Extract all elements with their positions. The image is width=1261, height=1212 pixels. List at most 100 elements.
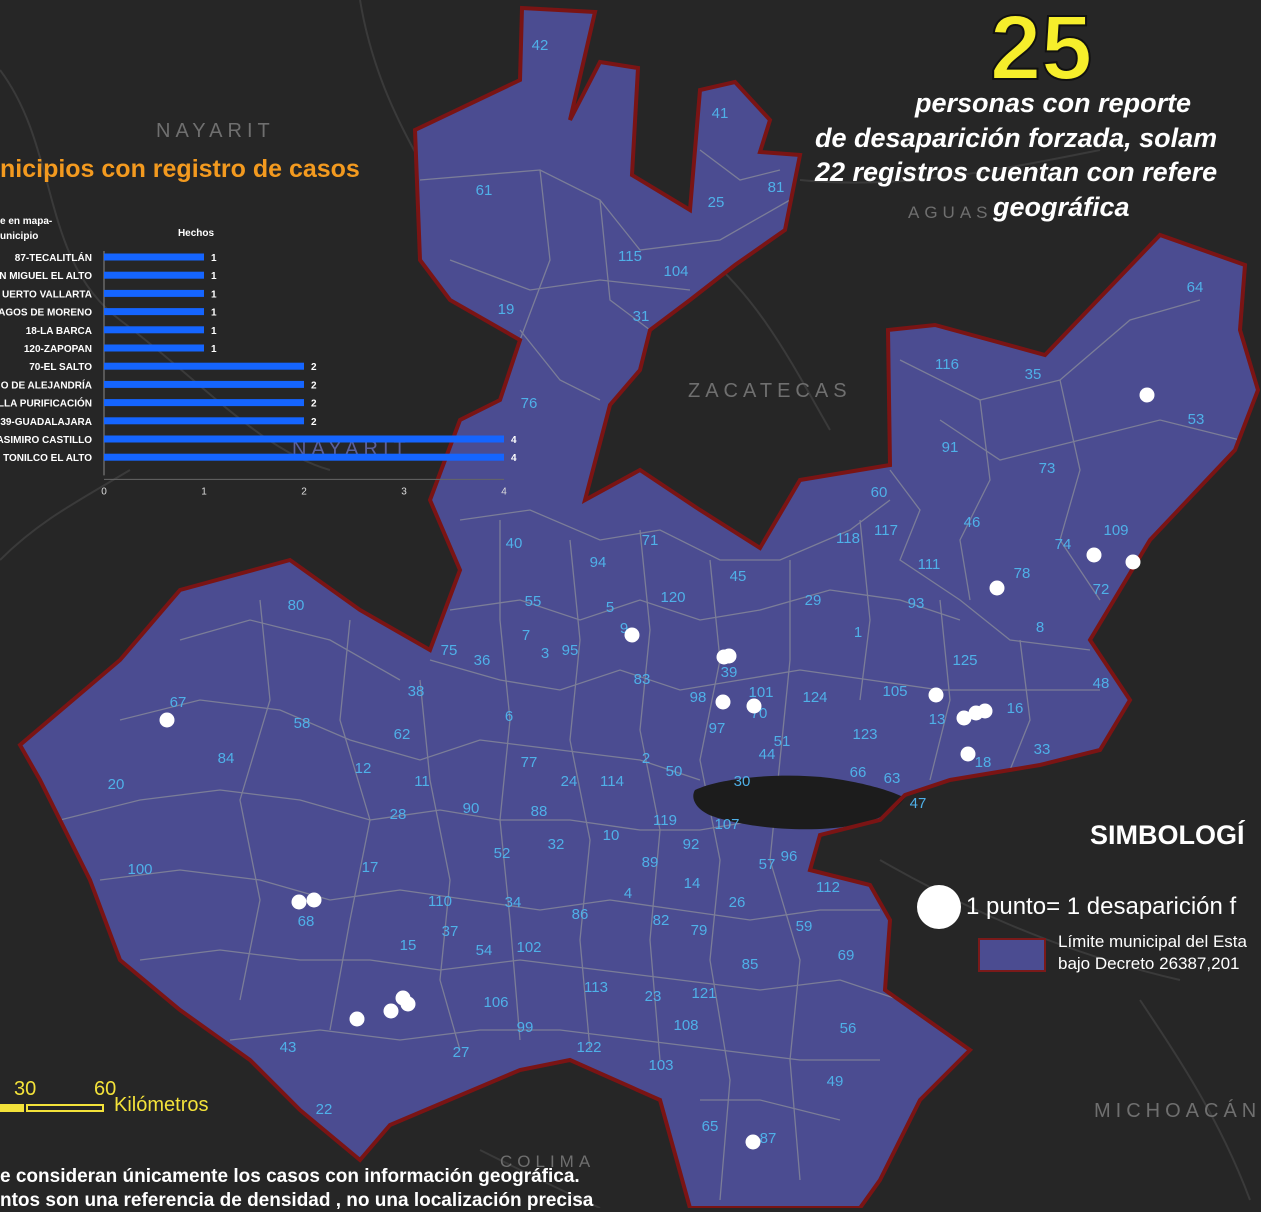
municipality-label: 4	[624, 885, 632, 902]
municipality-label: 67	[170, 694, 187, 711]
municipality-label: 45	[730, 568, 747, 585]
bar-category-label: 120-ZAPOPAN	[24, 344, 92, 355]
bar	[104, 344, 204, 352]
municipality-label: 53	[1188, 411, 1205, 428]
bar	[104, 453, 504, 461]
municipality-label: 73	[1039, 460, 1056, 477]
municipality-label: 78	[1014, 565, 1031, 582]
municipality-label: 2	[642, 750, 650, 767]
legend-title: SIMBOLOGÍ	[1090, 820, 1245, 850]
bar-value-label: 4	[511, 453, 517, 464]
x-tick-label: 2	[301, 486, 307, 495]
municipality-label: 48	[1093, 675, 1110, 692]
bar-value-label: 1	[211, 253, 217, 264]
municipality-label: 38	[408, 683, 425, 700]
municipality-label: 75	[441, 642, 458, 659]
municipality-label: 62	[394, 726, 411, 743]
bar-value-label: 4	[511, 435, 517, 446]
municipality-label: 58	[294, 715, 311, 732]
municipality-label: 43	[280, 1039, 297, 1056]
case-point	[306, 892, 322, 908]
bar	[104, 417, 304, 425]
municipality-label: 54	[476, 942, 493, 959]
municipality-label: 94	[590, 554, 607, 571]
bar	[104, 308, 204, 316]
municipality-label: 37	[442, 923, 459, 940]
bar-value-label: 2	[311, 380, 317, 391]
case-point	[745, 1134, 761, 1150]
municipality-label: 8	[1036, 619, 1044, 636]
municipality-label: 42	[532, 37, 549, 54]
legend-boundary-label-2: bajo Decreto 26387,201	[1058, 954, 1240, 973]
scale-tick-60: 60	[94, 1078, 117, 1100]
bar	[104, 435, 504, 443]
municipality-label: 60	[871, 484, 888, 501]
bar-category-label: N MIGUEL EL ALTO	[0, 271, 92, 282]
bar	[104, 380, 304, 388]
municipality-label: 57	[759, 856, 776, 873]
headline-line-4: geográfica	[993, 192, 1130, 222]
municipality-label: 114	[600, 773, 624, 790]
bar	[104, 399, 304, 407]
bar-category-label: 87-TECALITLÁN	[15, 251, 92, 264]
municipality-label: 63	[884, 770, 901, 787]
category-header-2: unicipio	[0, 231, 38, 242]
municipality-label: 118	[836, 530, 860, 547]
bar-value-label: 1	[211, 271, 217, 282]
municipality-label: 97	[709, 720, 726, 737]
case-point	[400, 996, 416, 1012]
municipality-label: 81	[768, 179, 785, 196]
municipality-label: 41	[712, 105, 729, 122]
municipality-label: 46	[964, 514, 981, 531]
municipality-label: 5	[606, 599, 614, 616]
bar	[104, 253, 204, 261]
case-point	[291, 894, 307, 910]
bar-value-label: 1	[211, 326, 217, 337]
municipality-label: 11	[414, 773, 430, 790]
municipality-label: 44	[759, 746, 776, 763]
municipality-label: 24	[561, 773, 578, 790]
state-label-zacatecas: ZACATECAS	[688, 380, 852, 402]
municipality-label: 125	[952, 652, 977, 669]
municipality-label: 10	[603, 827, 620, 844]
municipality-label: 27	[453, 1044, 470, 1061]
municipality-label: 39	[721, 664, 738, 681]
municipality-label: 113	[584, 979, 608, 996]
municipality-label: 76	[521, 395, 538, 412]
chart-title: nicipios con registro de casos	[0, 155, 360, 183]
municipality-label: 14	[684, 875, 701, 892]
municipality-label: 31	[633, 308, 650, 325]
municipality-label: 52	[494, 845, 511, 862]
headline-line-1: personas con reporte	[915, 88, 1192, 118]
state-polygon	[20, 8, 1258, 1208]
bar-value-label: 2	[311, 399, 317, 410]
municipality-label: 90	[463, 800, 480, 817]
municipality-label: 99	[517, 1019, 534, 1036]
municipality-label: 108	[673, 1017, 698, 1034]
municipality-label: 32	[548, 836, 565, 853]
municipality-label: 77	[521, 754, 538, 771]
bar-category-label: UERTO VALLARTA	[2, 289, 92, 300]
case-point	[1125, 554, 1141, 570]
municipality-label: 100	[127, 861, 152, 878]
case-point	[1139, 387, 1155, 403]
municipality-label: 84	[218, 750, 235, 767]
municipality-label: 111	[918, 556, 941, 573]
case-point	[956, 710, 972, 726]
municipality-label: 35	[1025, 366, 1042, 383]
municipality-label: 96	[781, 848, 798, 865]
municipality-label: 117	[874, 522, 898, 539]
municipality-label: 7	[522, 627, 530, 644]
headline-line-2: de desaparición forzada, solam	[815, 123, 1218, 153]
x-tick-label: 1	[201, 486, 207, 495]
bar	[104, 289, 204, 297]
legend-dot-label: 1 punto= 1 desaparición f	[966, 893, 1237, 920]
municipality-label: 103	[648, 1057, 673, 1074]
scale-bar-solid	[0, 1104, 24, 1112]
municipality-label: 74	[1055, 536, 1072, 553]
lake-chapala	[693, 775, 905, 830]
municipality-label: 56	[840, 1020, 857, 1037]
bar-value-label: 2	[311, 362, 317, 373]
municipality-label: 106	[483, 994, 508, 1011]
